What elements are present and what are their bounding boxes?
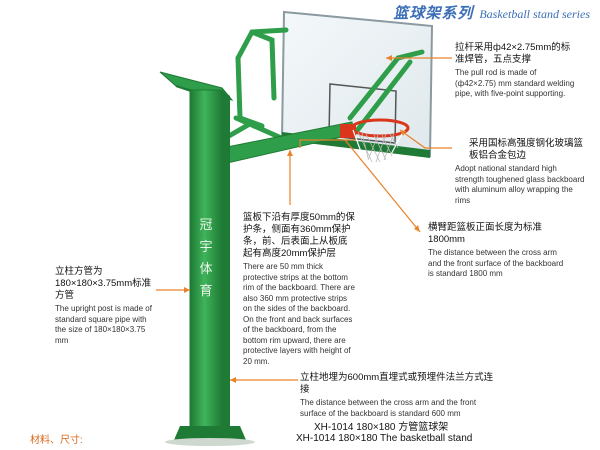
note-backboard-rim-cn: 采用国标高强度钢化玻璃篮板铝合金包边	[469, 138, 584, 161]
product-caption-cn: XH-1014 180×180 方管篮球架	[314, 422, 449, 433]
header-title-en: Basketball stand series	[479, 7, 590, 21]
post-char: 冠	[199, 218, 213, 233]
post-char: 育	[199, 284, 213, 299]
note-pull-rod-en: The pull rod is made of (ф42×2.75) mm st…	[455, 68, 575, 98]
product-caption-en: XH-1014 180×180 The basketball stand	[296, 433, 473, 444]
note-cross-arm-cn: 横臂距篮板正面长度为标准1800mm	[428, 222, 543, 245]
note-backboard-protection-cn: 篮板下沿有厚度50mm的保护条，侧面有360mm保护条，前、后表面上从板底起有高…	[243, 212, 355, 259]
note-backboard-rim: 采用国标高强度钢化玻璃篮板铝合金包边 Adopt national standa…	[455, 138, 587, 206]
post-char: 宇	[199, 240, 213, 255]
base-plate	[174, 426, 246, 440]
upright-post	[189, 89, 223, 431]
note-upright-post: 立柱方管为180×180×3.75mm标准方管 The upright post…	[55, 266, 159, 346]
page-header: 篮球架系列 Basketball stand series	[393, 2, 590, 23]
note-upright-post-cn: 立柱方管为180×180×3.75mm标准方管	[55, 266, 152, 301]
note-cross-arm-en: The distance between the cross arm and t…	[428, 248, 564, 278]
footer-label: 材料、尺寸:	[30, 435, 83, 446]
post-brand-text: 冠 宇 体 育	[198, 215, 214, 303]
note-cross-arm: 横臂距篮板正面长度为标准1800mm The distance between …	[428, 222, 568, 280]
note-backboard-protection: 篮板下沿有厚度50mm的保护条，侧面有360mm保护条，前、后表面上从板底起有高…	[243, 212, 355, 367]
ground-shadow	[165, 438, 255, 446]
header-title-cn: 篮球架系列	[393, 6, 474, 22]
note-buried-en: The distance between the cross arm and t…	[300, 398, 477, 418]
note-backboard-protection-en: There are 50 mm thick protective strips …	[243, 262, 355, 366]
note-buried: 立柱地埋为600mm直埋式或预埋件法兰方式连接 The distance bet…	[300, 372, 500, 419]
note-buried-cn: 立柱地埋为600mm直埋式或预埋件法兰方式连接	[300, 372, 494, 395]
product-caption: XH-1014 180×180 方管篮球架 XH-1014 180×180 Th…	[296, 418, 496, 444]
note-backboard-rim-en: Adopt national standard high strength to…	[455, 164, 585, 205]
leader-lines	[156, 55, 452, 383]
note-upright-post-en: The upright post is made of standard squ…	[55, 304, 152, 345]
post-char: 体	[199, 262, 213, 277]
note-pull-rod: 拉杆采用ф42×2.75mm的标准焊管，五点支撑 The pull rod is…	[455, 42, 575, 100]
note-pull-rod-cn: 拉杆采用ф42×2.75mm的标准焊管，五点支撑	[455, 42, 571, 65]
hoop	[340, 118, 410, 163]
